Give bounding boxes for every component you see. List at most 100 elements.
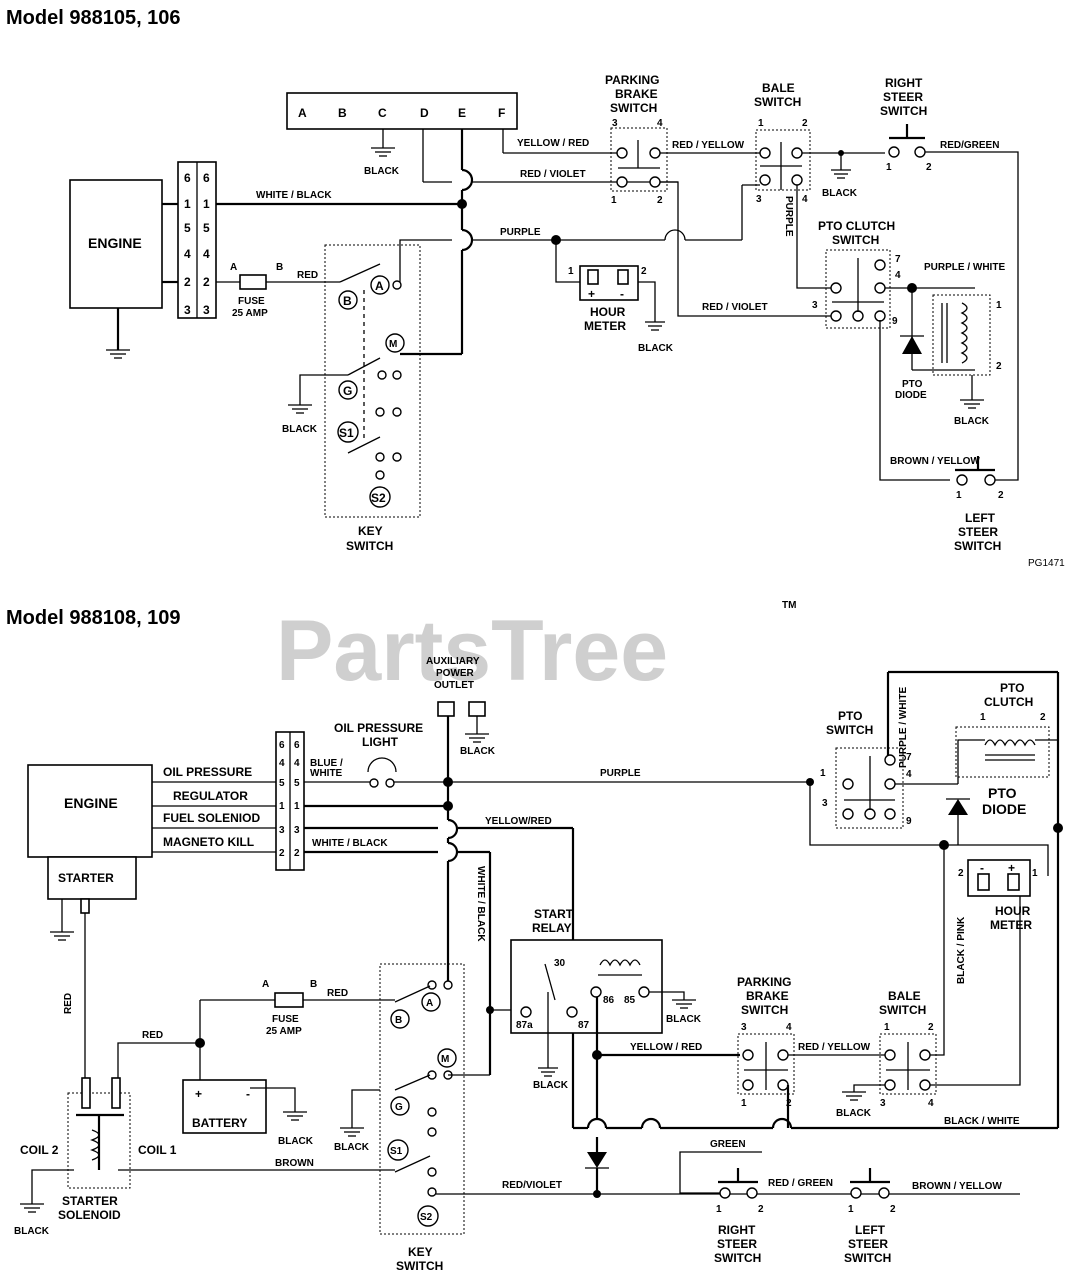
svg-text:SWITCH: SWITCH [880,104,927,118]
svg-text:PARKING: PARKING [737,975,791,989]
svg-text:2: 2 [926,162,932,173]
svg-text:STARTER: STARTER [62,1194,118,1208]
svg-text:2: 2 [184,275,191,289]
top-parking-brake-switch: PARKING BRAKE SWITCH 3 4 1 2 [605,73,668,206]
svg-text:BALE: BALE [888,989,921,1003]
svg-text:DIODE: DIODE [982,801,1026,817]
bottom-key-switch [379,963,465,1235]
svg-text:G: G [395,1102,403,1113]
svg-text:A: A [375,279,384,293]
svg-text:BALE: BALE [762,81,795,95]
svg-text:1: 1 [1032,868,1038,879]
svg-text:BLACK: BLACK [822,188,858,199]
svg-text:START: START [534,907,574,921]
svg-text:4: 4 [294,758,300,769]
svg-text:M: M [441,1054,449,1065]
svg-text:86: 86 [603,995,615,1006]
svg-text:BLACK / PINK: BLACK / PINK [956,916,967,984]
svg-text:MAGNETO KILL: MAGNETO KILL [163,835,254,849]
svg-text:-: - [620,287,624,301]
top-engine-box [69,179,163,309]
svg-text:A: A [262,979,269,990]
svg-text:ENGINE: ENGINE [64,795,118,811]
svg-text:RED / YELLOW: RED / YELLOW [672,140,745,151]
svg-text:PTO: PTO [902,379,923,390]
svg-text:BLACK: BLACK [666,1014,702,1025]
svg-text:RED: RED [297,270,318,281]
svg-text:1: 1 [996,300,1002,311]
watermark-tm: TM [782,600,796,611]
svg-text:SWITCH: SWITCH [714,1251,761,1265]
svg-text:SWITCH: SWITCH [832,233,879,247]
svg-text:B: B [343,294,352,308]
top-ref: PG1471 [1028,558,1065,569]
bottom-pto-diode-icon: PTO DIODE [946,785,1026,817]
svg-text:7: 7 [895,254,901,265]
top-engine-ground-icon [106,349,130,359]
svg-text:1: 1 [203,197,210,211]
bottom-bale-switch: BALE SWITCH 1 2 3 4 [879,989,937,1109]
svg-text:BLACK: BLACK [638,343,674,354]
svg-text:4: 4 [279,758,285,769]
svg-text:WHITE / BLACK: WHITE / BLACK [256,190,332,201]
svg-text:RIGHT: RIGHT [718,1223,756,1237]
svg-text:BLACK: BLACK [836,1108,872,1119]
svg-text:3: 3 [184,303,191,317]
svg-text:BROWN / YELLOW: BROWN / YELLOW [890,456,980,467]
svg-text:3: 3 [880,1098,886,1109]
svg-text:OIL PRESSURE: OIL PRESSURE [163,765,252,779]
svg-text:KEY: KEY [408,1245,433,1259]
svg-text:D: D [420,106,429,120]
svg-text:BLACK: BLACK [364,166,400,177]
svg-text:STEER: STEER [717,1237,757,1251]
svg-text:3: 3 [822,798,828,809]
svg-text:4: 4 [802,194,808,205]
top-pto-clutch-switch: PTO CLUTCH SWITCH 7 4 3 9 [812,219,901,329]
svg-text:6: 6 [279,740,285,751]
top-bale-switch: BALE SWITCH 1 2 3 4 [754,81,811,205]
svg-text:BLACK: BLACK [533,1080,569,1091]
svg-text:4: 4 [184,247,191,261]
engine-wire-labels: OIL PRESSURE REGULATOR FUEL SOLENIOD MAG… [163,765,260,849]
svg-text:2: 2 [802,118,808,129]
svg-text:4: 4 [786,1022,792,1033]
svg-text:RED / VIOLET: RED / VIOLET [702,302,768,313]
svg-text:1: 1 [886,162,892,173]
bottom-fuse [274,992,304,1008]
svg-text:SWITCH: SWITCH [396,1259,443,1273]
svg-text:BLUE /: BLUE / [310,758,343,769]
svg-text:C: C [378,106,387,120]
svg-text:6: 6 [294,740,300,751]
svg-text:OUTLET: OUTLET [434,680,474,691]
svg-text:A: A [426,998,433,1009]
svg-text:25 AMP: 25 AMP [266,1026,302,1037]
svg-text:YELLOW / RED: YELLOW / RED [630,1042,702,1053]
top-pto-clutch-coil [932,294,991,376]
svg-text:5: 5 [279,778,285,789]
svg-text:KEY: KEY [358,524,383,538]
svg-text:25 AMP: 25 AMP [232,308,268,319]
svg-text:RED/GREEN: RED/GREEN [940,140,999,151]
svg-text:LEFT: LEFT [855,1223,886,1237]
watermark: PartsTree [276,603,668,699]
svg-text:G: G [343,384,352,398]
svg-text:DIODE: DIODE [895,390,927,401]
svg-text:4: 4 [906,769,912,780]
svg-text:FUSE: FUSE [272,1014,299,1025]
svg-text:4: 4 [203,247,210,261]
svg-text:F: F [498,106,505,120]
svg-text:STEER: STEER [848,1237,888,1251]
svg-text:3: 3 [756,194,762,205]
svg-text:S1: S1 [390,1146,403,1157]
svg-text:1: 1 [820,768,826,779]
svg-text:S2: S2 [371,491,386,505]
bottom-right-steer-switch: 1 2 RIGHT STEER SWITCH [714,1168,764,1265]
svg-text:STARTER: STARTER [58,871,114,885]
svg-text:BLACK: BLACK [334,1142,370,1153]
svg-text:PTO: PTO [838,709,862,723]
bottom-pto-clutch: PTO CLUTCH 1 2 [955,681,1050,778]
top-terminal-strip [286,92,518,130]
svg-text:S1: S1 [339,426,354,440]
